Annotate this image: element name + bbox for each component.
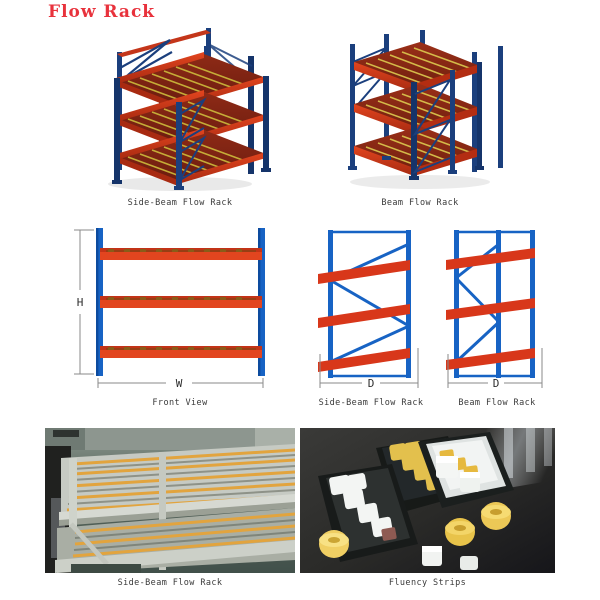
figure-beam-flow-rack-iso: Beam Flow Rack — [320, 22, 520, 218]
figure-front-view: H — [58, 222, 302, 418]
loose-roller — [460, 556, 478, 570]
figure-fluency-strips-photo: Fluency Strips — [300, 428, 555, 600]
loose-roller — [481, 502, 511, 530]
side-beam-flow-rack-isometric-drawing — [108, 28, 271, 191]
front-view-drawing: H — [74, 228, 265, 390]
side-beam-flow-rack-photograph — [45, 428, 295, 573]
figure-side-beam-flow-rack-side: D Side-Beam Flow Rack — [306, 222, 436, 418]
upright-left — [96, 228, 103, 376]
figure-caption: Front View — [152, 398, 208, 408]
shelf-level — [318, 348, 410, 372]
shelf-level — [318, 304, 410, 328]
figure-caption: Fluency Strips — [388, 578, 467, 588]
shelf-level — [100, 248, 262, 260]
figure-beam-flow-rack-side: D Beam Flow Rack — [438, 222, 556, 418]
shelf-level — [354, 42, 480, 92]
loose-roller — [460, 472, 480, 492]
shelf-level — [100, 346, 262, 358]
loose-roller — [422, 546, 442, 566]
fluency-strip — [418, 432, 514, 508]
dimension-h — [74, 229, 94, 375]
loose-roller — [445, 518, 475, 546]
loose-roller — [436, 456, 458, 478]
page-title: Flow Rack — [48, 2, 156, 22]
dimension-label-w: W — [176, 377, 183, 390]
figure-caption: Side-Beam Flow Rack — [127, 198, 233, 208]
shelf-level — [446, 348, 535, 370]
figure-side-beam-flow-rack-photo: Side-Beam Flow Rack — [45, 428, 295, 600]
shelf-level — [318, 260, 410, 284]
loose-roller — [319, 530, 349, 558]
shelf-level — [116, 128, 266, 186]
figure-caption: Side-Beam Flow Rack — [117, 578, 223, 588]
figure-caption: Beam Flow Rack — [458, 398, 536, 408]
dimension-d — [447, 348, 543, 388]
dimension-label-d: D — [368, 377, 375, 390]
figure-caption: Side-Beam Flow Rack — [318, 398, 424, 408]
dimension-d — [319, 348, 419, 388]
beam-flow-rack-side-drawing: D — [446, 230, 543, 390]
fluency-strips-photograph — [300, 428, 555, 573]
shelf-level — [100, 296, 262, 308]
beam-flow-rack-isometric-drawing — [348, 30, 503, 189]
side-beam-flow-rack-side-drawing: D — [318, 230, 419, 390]
dimension-label-h: H — [77, 296, 84, 309]
shelf-level — [446, 298, 535, 320]
figure-caption: Beam Flow Rack — [381, 198, 459, 208]
shelf-level — [446, 248, 535, 270]
dimension-label-d: D — [493, 377, 500, 390]
figure-side-beam-flow-rack-iso: Side-Beam Flow Rack — [80, 22, 280, 218]
dimension-w — [97, 378, 264, 388]
